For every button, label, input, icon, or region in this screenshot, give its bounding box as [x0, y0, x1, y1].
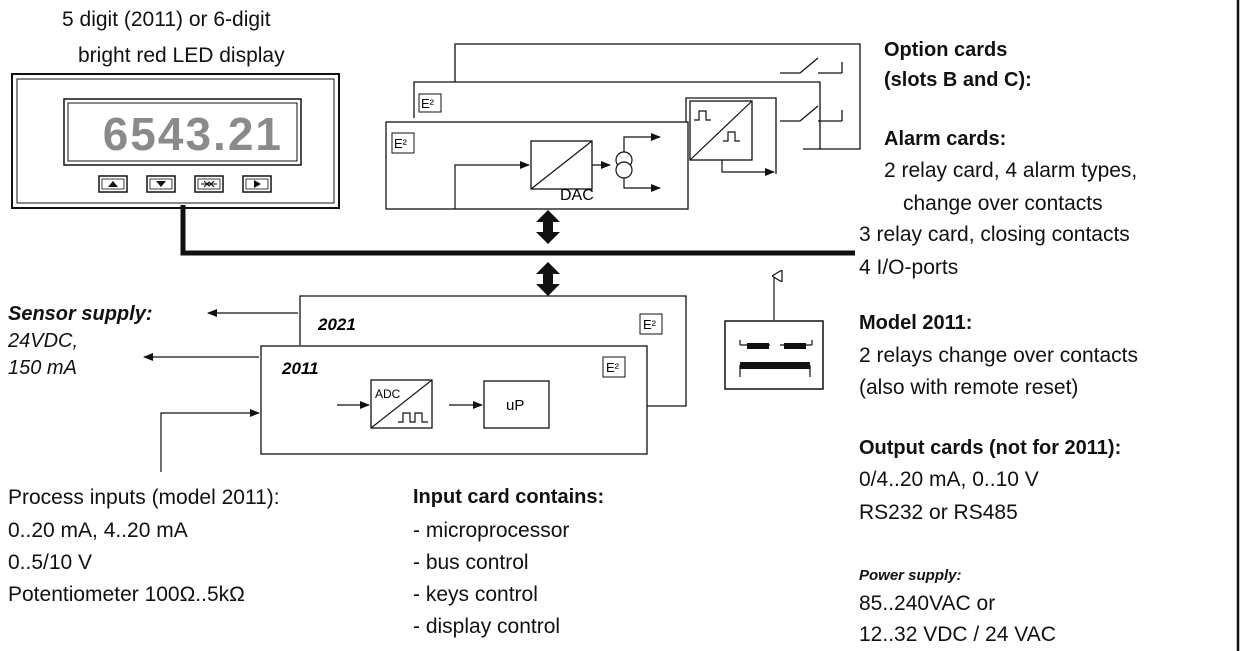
option-cards-title-1: Option cards — [884, 39, 1008, 61]
option-eeprom-back-label: E² — [421, 96, 435, 111]
output-cards-title: Output cards (not for 2011): — [859, 437, 1122, 459]
power-line-1: 85..240VAC or — [859, 592, 996, 615]
main-bus — [180, 205, 855, 256]
output-line-2: RS232 or RS485 — [859, 501, 1018, 524]
up-label: uP — [506, 397, 524, 414]
key-right[interactable] — [242, 175, 272, 193]
display-caption-line1: 5 digit (2011) or 6-digit — [62, 8, 271, 31]
key-down[interactable] — [146, 175, 176, 193]
card-2021-label: 2021 — [317, 315, 356, 334]
model-2011-line-1: 2 relays change over contacts — [859, 344, 1138, 367]
key-up[interactable] — [98, 175, 128, 193]
alarm-line-4: 4 I/O-ports — [859, 256, 959, 279]
adc-label: ADC — [375, 387, 401, 401]
key-enter[interactable] — [194, 175, 224, 193]
alarm-cards-title: Alarm cards: — [884, 128, 1007, 150]
process-inputs-title: Process inputs (model 2011): — [8, 486, 280, 509]
option-cards-title-2: (slots B and C): — [884, 69, 1032, 91]
sensor-supply-title: Sensor supply: — [8, 303, 153, 325]
display-caption-line2: bright red LED display — [78, 44, 285, 67]
alarm-line-2: change over contacts — [903, 192, 1103, 215]
option-card-output-front — [385, 97, 777, 210]
display-unit: 6543.21 — [11, 73, 340, 209]
input-card-item: - keys control — [413, 583, 538, 606]
option-card-relay-middle — [413, 81, 843, 149]
output-line-1: 0/4..20 mA, 0..10 V — [859, 468, 1039, 491]
relay-symbol — [724, 276, 824, 390]
input-card-2021 — [299, 295, 687, 407]
input-card-2011 — [260, 345, 648, 455]
input-eeprom-2021-label: E² — [643, 317, 657, 332]
option-card-relay-back — [454, 43, 861, 150]
power-supply-title: Power supply: — [859, 567, 962, 584]
sensor-supply-line1: 24VDC, — [8, 330, 79, 352]
sensor-supply-line2: 150 mA — [8, 357, 77, 379]
input-card-item: - bus control — [413, 551, 529, 574]
alarm-line-1: 2 relay card, 4 alarm types, — [884, 159, 1138, 182]
input-card-item: - microprocessor — [413, 519, 570, 542]
model-2011-title: Model 2011: — [859, 312, 973, 334]
process-input-line — [160, 409, 260, 472]
process-inputs-line1: 0..20 mA, 4..20 mA — [8, 519, 188, 542]
alarm-line-3: 3 relay card, closing contacts — [859, 223, 1130, 246]
power-line-2: 12..32 VDC / 24 VAC — [859, 623, 1056, 646]
bus-arrow-upper — [536, 210, 560, 244]
dac-label: DAC — [560, 187, 594, 204]
display-value: 6543.21 — [103, 108, 283, 160]
process-inputs-line2: 0..5/10 V — [8, 551, 93, 574]
model-2011-line-2: (also with remote reset) — [859, 376, 1079, 399]
input-eeprom-2011-label: E² — [606, 360, 620, 375]
bus-arrow-lower — [536, 262, 560, 296]
process-inputs-line3: Potentiometer 100Ω..5kΩ — [8, 583, 245, 606]
input-card-contains-title: Input card contains: — [413, 486, 605, 508]
option-eeprom-front-label: E² — [394, 136, 408, 151]
card-2011-label: 2011 — [281, 359, 319, 378]
input-card-item: - display control — [413, 615, 561, 638]
